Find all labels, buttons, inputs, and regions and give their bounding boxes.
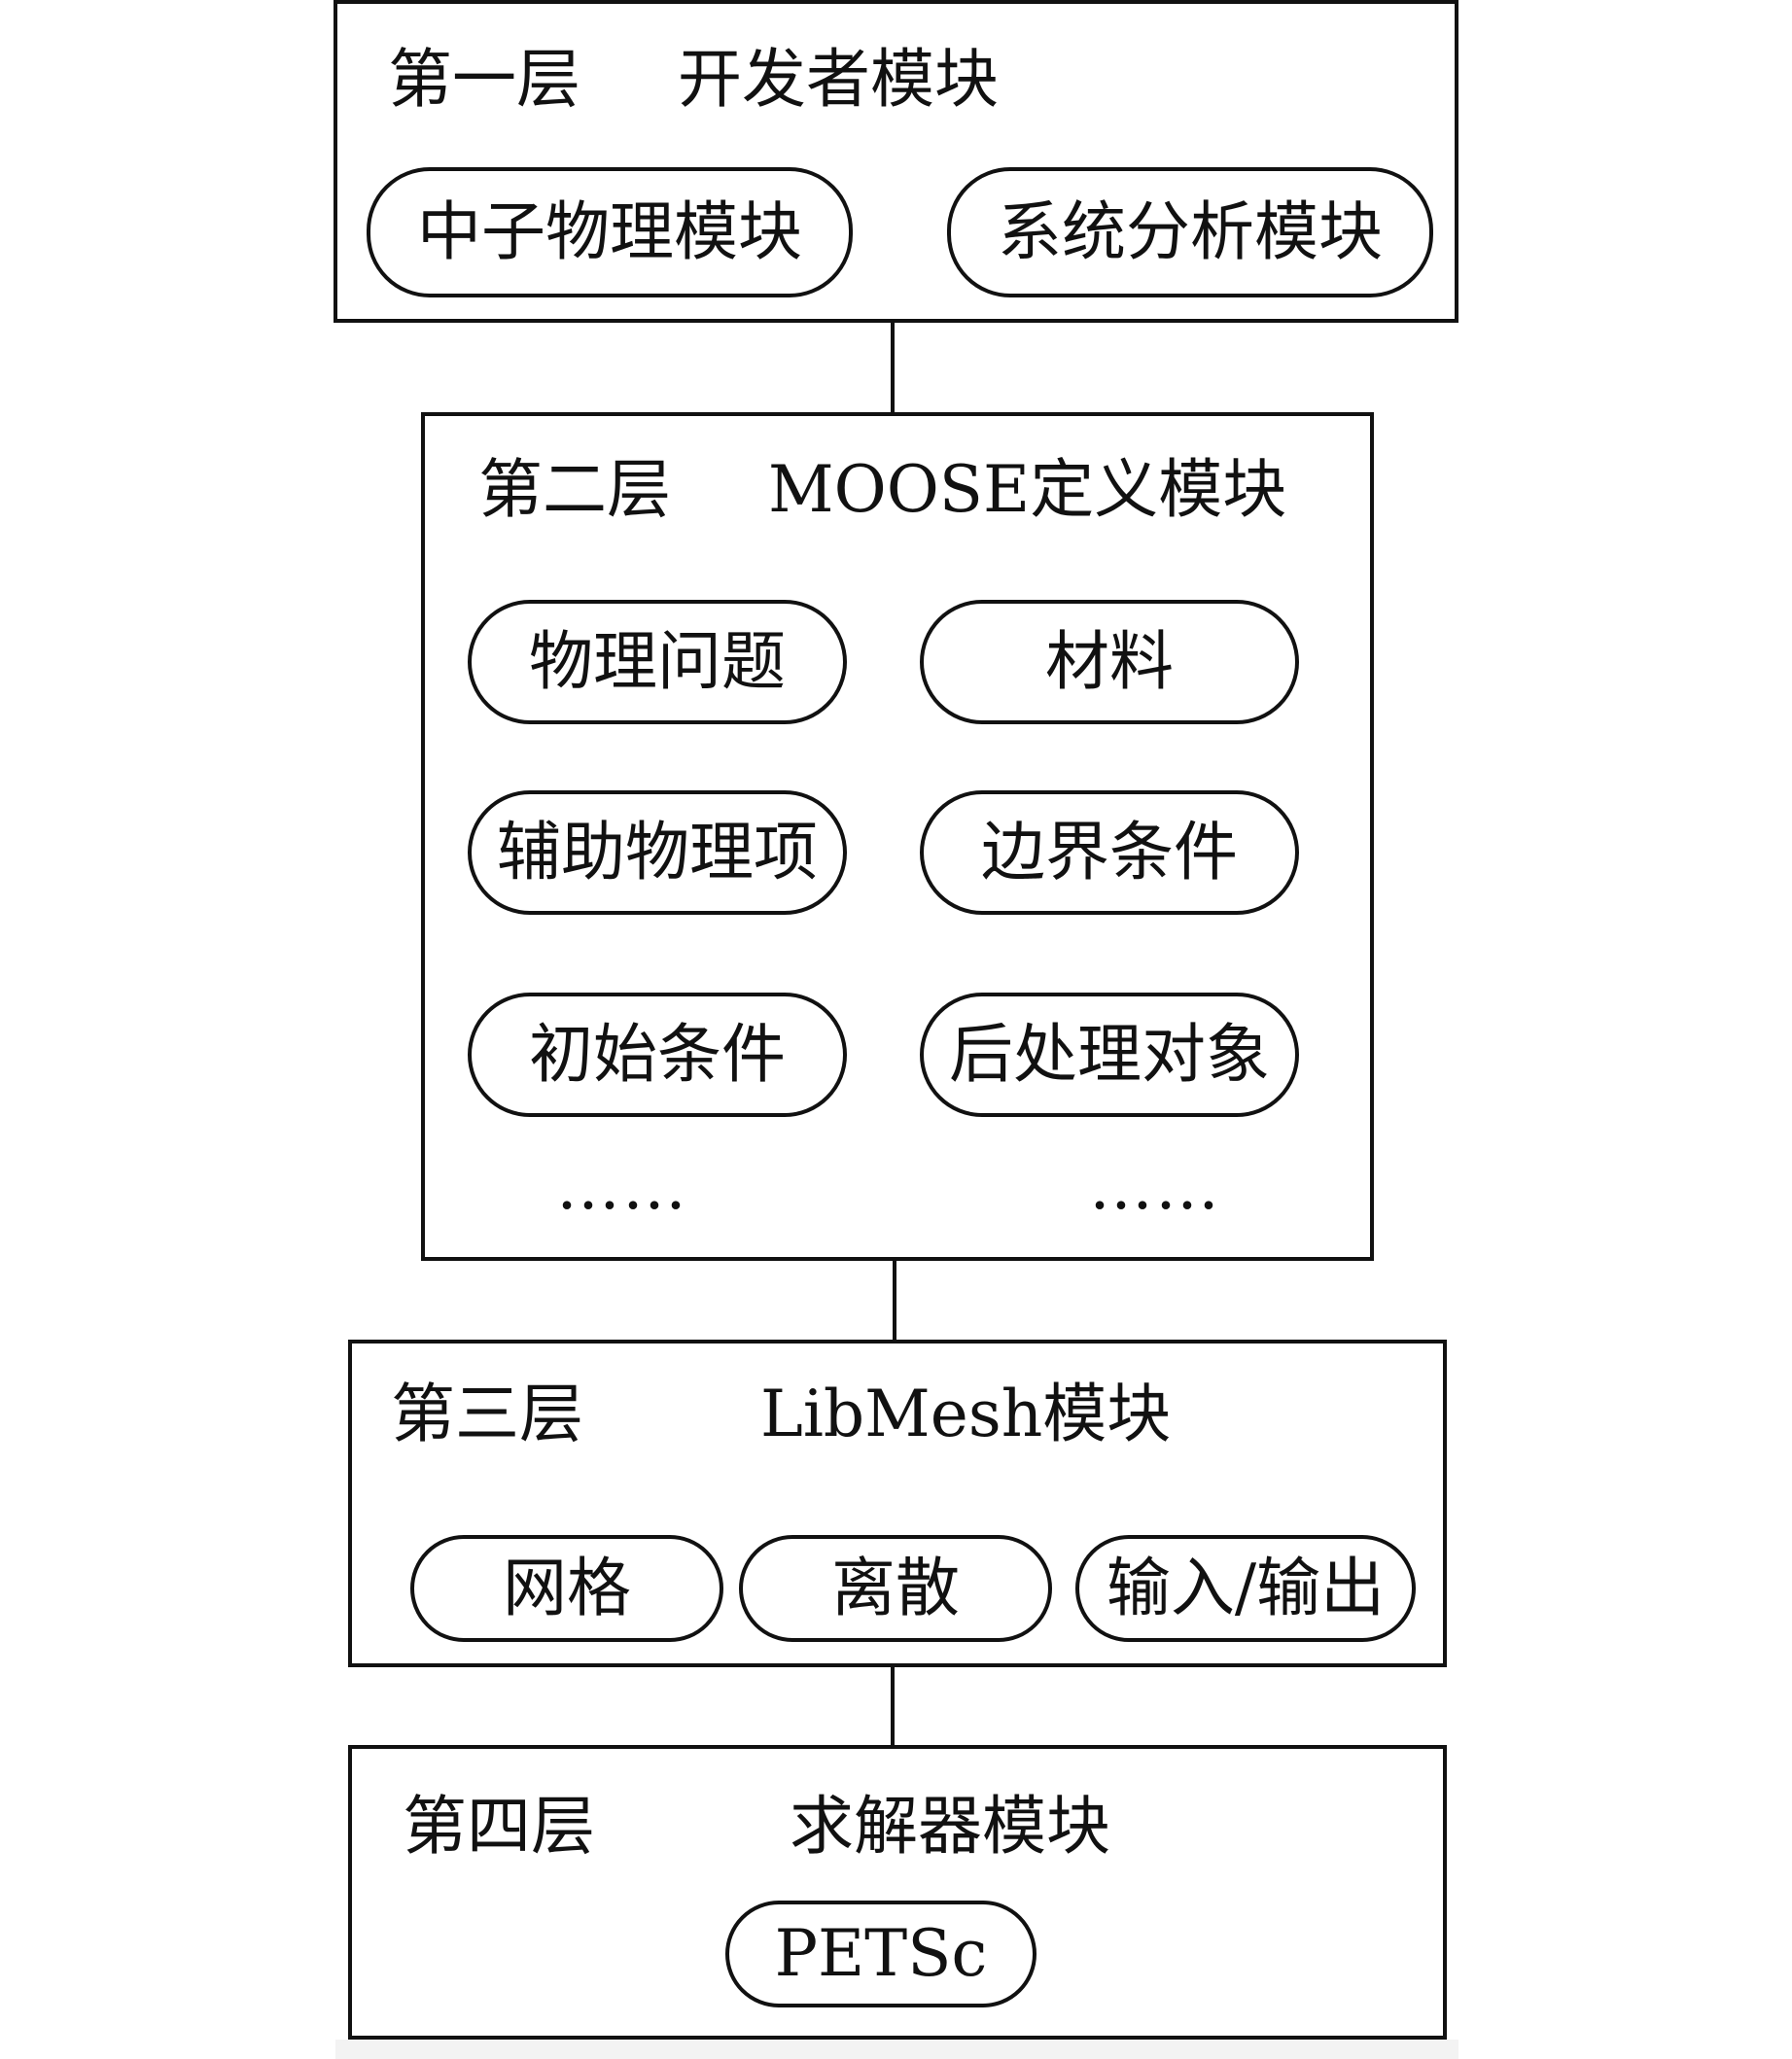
module-physics-problem: 物理问题 xyxy=(468,600,847,724)
layer-1-level: 第一层 xyxy=(388,42,580,117)
module-neutron-physics: 中子物理模块 xyxy=(367,167,853,297)
layer-2-box: 第二层 MOOSE定义模块 物理问题 材料 辅助物理项 边界条件 初始条件 后处… xyxy=(421,412,1374,1261)
module-auxiliary-physics: 辅助物理项 xyxy=(468,790,847,915)
layer-3-level: 第三层 xyxy=(391,1377,583,1451)
layer-1-title: 开发者模块 xyxy=(678,42,999,117)
ellipsis-left: …… xyxy=(556,1149,688,1224)
bottom-edge-band xyxy=(335,2040,1458,2059)
layer-4-level: 第四层 xyxy=(403,1789,595,1864)
module-mesh: 网格 xyxy=(410,1535,723,1642)
layer-4-box: 第四层 求解器模块 PETSc xyxy=(348,1745,1447,2040)
connector-layer2-layer3 xyxy=(893,1259,896,1342)
module-system-analysis: 系统分析模块 xyxy=(947,167,1433,297)
module-input-output: 输入/输出 xyxy=(1075,1535,1416,1642)
layer-3-box: 第三层 LibMesh模块 网格 离散 输入/输出 xyxy=(348,1340,1447,1667)
layer-2-title: MOOSE定义模块 xyxy=(768,452,1287,527)
module-postprocessors: 后处理对象 xyxy=(920,993,1299,1117)
module-petsc: PETSc xyxy=(725,1901,1037,2007)
module-boundary-conditions: 边界条件 xyxy=(920,790,1299,915)
layer-4-title: 求解器模块 xyxy=(790,1789,1110,1864)
module-material: 材料 xyxy=(920,600,1299,724)
layer-2-level: 第二层 xyxy=(478,452,671,527)
connector-layer3-layer4 xyxy=(891,1665,895,1747)
ellipsis-right: …… xyxy=(1089,1149,1221,1224)
layer-3-title: LibMesh模块 xyxy=(760,1377,1172,1451)
module-discretization: 离散 xyxy=(739,1535,1052,1642)
module-initial-conditions: 初始条件 xyxy=(468,993,847,1117)
layer-1-box: 第一层 开发者模块 中子物理模块 系统分析模块 xyxy=(334,0,1458,323)
connector-layer1-layer2 xyxy=(891,321,895,414)
